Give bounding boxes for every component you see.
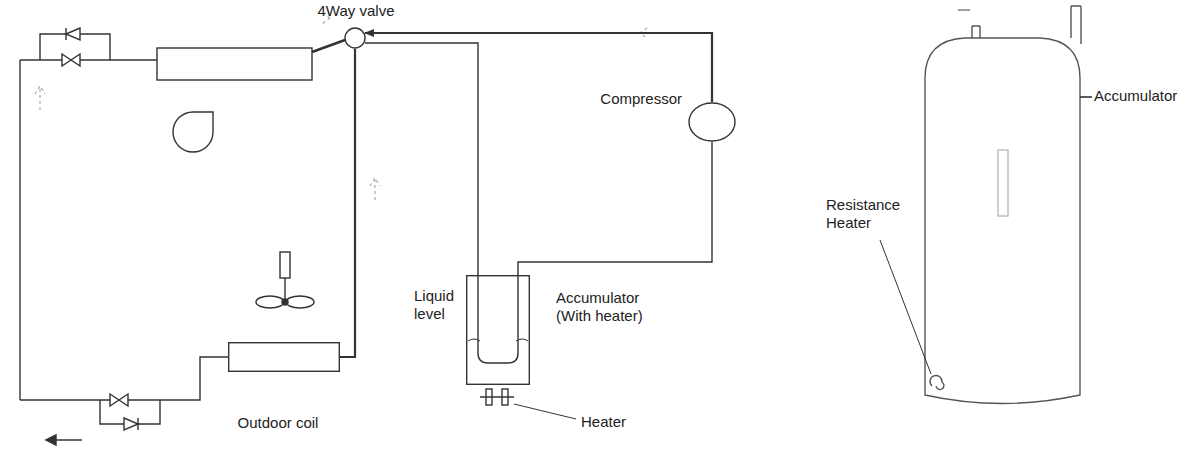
node-outline xyxy=(688,102,736,142)
expansion-valve xyxy=(110,394,128,406)
indoor-coil xyxy=(157,48,312,80)
heater-element xyxy=(480,396,514,397)
leader-line xyxy=(880,240,931,374)
flow-arrow xyxy=(35,86,45,110)
fan-blade xyxy=(256,296,284,308)
resistance-heater xyxy=(930,376,944,390)
refrigerant-pipe xyxy=(518,142,712,275)
refrigerant-pipe xyxy=(340,49,355,357)
pipe xyxy=(312,40,345,52)
component-circle: 4Way valve xyxy=(344,27,366,49)
expansion-valve xyxy=(62,54,80,66)
component-circle: Compressor xyxy=(688,102,736,142)
pipe xyxy=(20,357,228,400)
outlet-pipe xyxy=(1071,6,1081,44)
component-box: Outdoor coil xyxy=(228,342,340,372)
fan-hub xyxy=(282,299,288,305)
fan-shaft xyxy=(284,278,285,300)
leader-line xyxy=(514,404,576,419)
refrigerant-pipe xyxy=(365,43,478,275)
component-box: Accumulator (With heater) xyxy=(466,275,530,385)
part-label: Liquid level xyxy=(414,287,462,323)
component-label: 4Way valve xyxy=(314,2,398,20)
pipe xyxy=(19,60,20,400)
accumulator-vessel xyxy=(925,38,1080,404)
mark xyxy=(958,9,970,10)
fan-motor xyxy=(280,252,290,278)
node-outline xyxy=(228,342,340,372)
flow-arrow-head xyxy=(46,435,56,445)
component-label: Outdoor coil xyxy=(218,414,338,432)
inlet-pipe xyxy=(972,26,980,38)
flow-arrow xyxy=(370,178,380,200)
check-valve xyxy=(124,418,138,430)
leader-line xyxy=(1080,96,1092,98)
fan-blade xyxy=(286,296,314,308)
part-label: Accumulator xyxy=(1094,87,1180,105)
part-label: Resistance Heater xyxy=(826,196,916,232)
node-outline xyxy=(466,275,530,385)
component-label: Compressor xyxy=(586,90,682,108)
inner-tube xyxy=(998,150,1008,216)
node-outline xyxy=(344,27,366,49)
check-valve xyxy=(66,28,80,40)
part-label: Heater xyxy=(581,413,641,431)
indoor-blower xyxy=(173,112,213,152)
component-label: Accumulator (With heater) xyxy=(556,289,660,325)
